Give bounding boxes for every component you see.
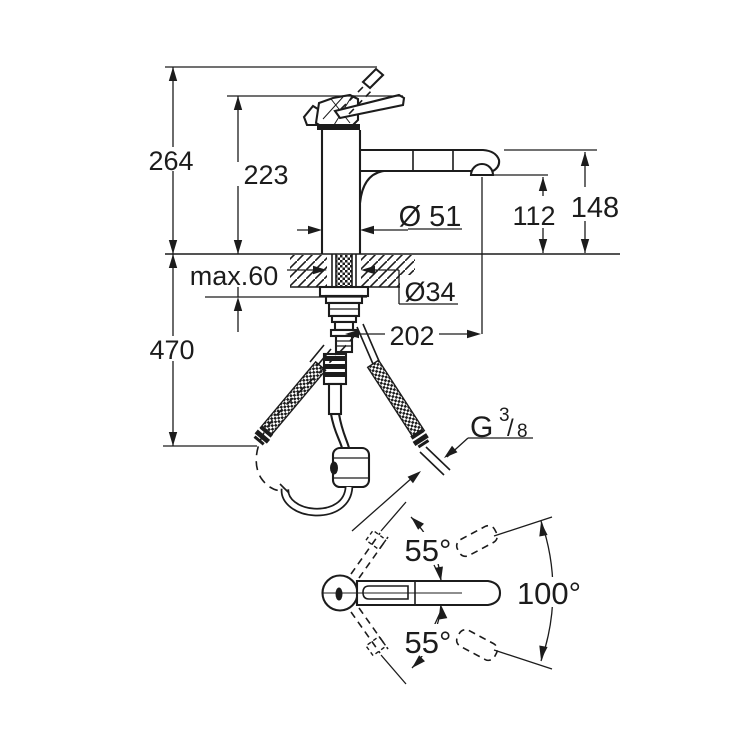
aerator-outlet: [469, 163, 495, 177]
right-hose-braid: [366, 359, 426, 439]
label-backgrounds: [146, 147, 629, 656]
adapter-2: [333, 320, 355, 332]
valve-band-1: [324, 356, 346, 361]
valve-band-3: [324, 372, 346, 377]
left-hose-neck: [309, 344, 332, 367]
thread-prefix: G: [470, 411, 493, 444]
dim-spout-reach: 202: [389, 321, 434, 351]
thread-numerator: 3: [499, 405, 510, 426]
mask-max60: [183, 261, 285, 287]
ext-line-55-upper: [380, 501, 407, 532]
mask-55u: [403, 532, 455, 564]
lever-handle: [333, 67, 406, 120]
left-nut-band-3: [253, 435, 265, 446]
adapter-4: [334, 334, 354, 354]
hose-loop-core: [282, 486, 352, 515]
head-base-ring: [317, 124, 360, 130]
plan-head-up-dashed: [455, 524, 499, 558]
hose-weight: [331, 446, 371, 489]
faucet-body: [302, 67, 501, 254]
adapter-lines: [336, 340, 352, 347]
weight-clip: [330, 461, 338, 475]
spout: [358, 148, 501, 204]
body-column: [320, 130, 362, 254]
hose-loop-end-cap: [279, 483, 290, 494]
ext-line-55-lower: [380, 654, 407, 685]
mask-202: [385, 324, 439, 347]
right-hose-thread-end: [419, 446, 451, 476]
right-nut-band-1: [410, 428, 425, 440]
plan-swivel-up-tube-dashed: [350, 532, 389, 579]
shank-edges: [331, 254, 357, 299]
dim-overall-height: 264: [148, 146, 193, 176]
lever-raised-tip: [361, 67, 385, 90]
ext-line-100-upper: [493, 516, 553, 537]
lever-solid: [333, 93, 406, 120]
valve-band-2: [324, 364, 346, 369]
mask-dia51: [394, 197, 468, 228]
dim-hose-drop: 470: [149, 335, 194, 365]
plan-swivel-down-tube-dashed: [350, 607, 389, 654]
mask-dia34: [400, 275, 462, 303]
hose-to-weight: [329, 413, 351, 449]
mask-112: [505, 196, 563, 228]
dim-spout-top-height: 148: [571, 192, 619, 224]
reference-lines: [163, 66, 597, 447]
mask-148: [561, 187, 629, 220]
right-nut-band-3: [417, 439, 430, 449]
countertop-deck: [165, 253, 620, 288]
ext-line-100-lower: [493, 649, 553, 670]
plan-head-down-dashed: [455, 628, 499, 662]
right-hose-neck: [356, 323, 380, 365]
thread-denominator: 8: [517, 421, 528, 442]
mask-470: [147, 336, 199, 361]
pullout-hose-extended-dashed: [255, 333, 357, 492]
mask-264: [146, 147, 198, 171]
mask-55l: [403, 624, 455, 656]
dim-outlet-height: 112: [512, 201, 555, 231]
left-nut-band-1: [259, 425, 274, 438]
thread-slash: /: [507, 415, 514, 442]
right-nut-band-2: [412, 433, 429, 447]
plan-lever-dot: [335, 587, 343, 601]
dimension-lines: [172, 67, 586, 532]
mounting-shank-assembly: [318, 254, 370, 449]
supply-hose-left: [253, 344, 332, 446]
mask-223: [239, 162, 293, 186]
angle-swivel-upper: 55°: [405, 533, 452, 568]
angle-swivel-lower: 55°: [405, 625, 452, 660]
spout-fillet: [358, 169, 385, 204]
weight-lines: [333, 457, 369, 479]
dim-hole-diameter: Ø34: [404, 277, 455, 307]
dim-deck-thickness: max.60: [190, 261, 279, 291]
spout-joints: [412, 150, 454, 171]
mounting-flange: [318, 285, 370, 298]
mask-100: [512, 577, 586, 607]
dim-line-dia34: [287, 269, 458, 305]
pullout-hose: [255, 333, 371, 517]
right-hose-nut: [410, 428, 430, 449]
side-elevation-view: [163, 66, 620, 532]
angle-swivel-total: 100°: [517, 576, 581, 611]
dim-body-diameter: Ø 51: [399, 201, 462, 233]
thread-label: G 3 / 8: [470, 405, 528, 444]
dimension-labels: 264 223 470 max.60 Ø 51 Ø34 112 148 202 …: [148, 146, 619, 660]
supply-hose-right: [356, 323, 451, 476]
dim-body-height: 223: [243, 160, 288, 190]
hose-nipple: [327, 382, 343, 416]
spout-top-line: [360, 148, 501, 173]
